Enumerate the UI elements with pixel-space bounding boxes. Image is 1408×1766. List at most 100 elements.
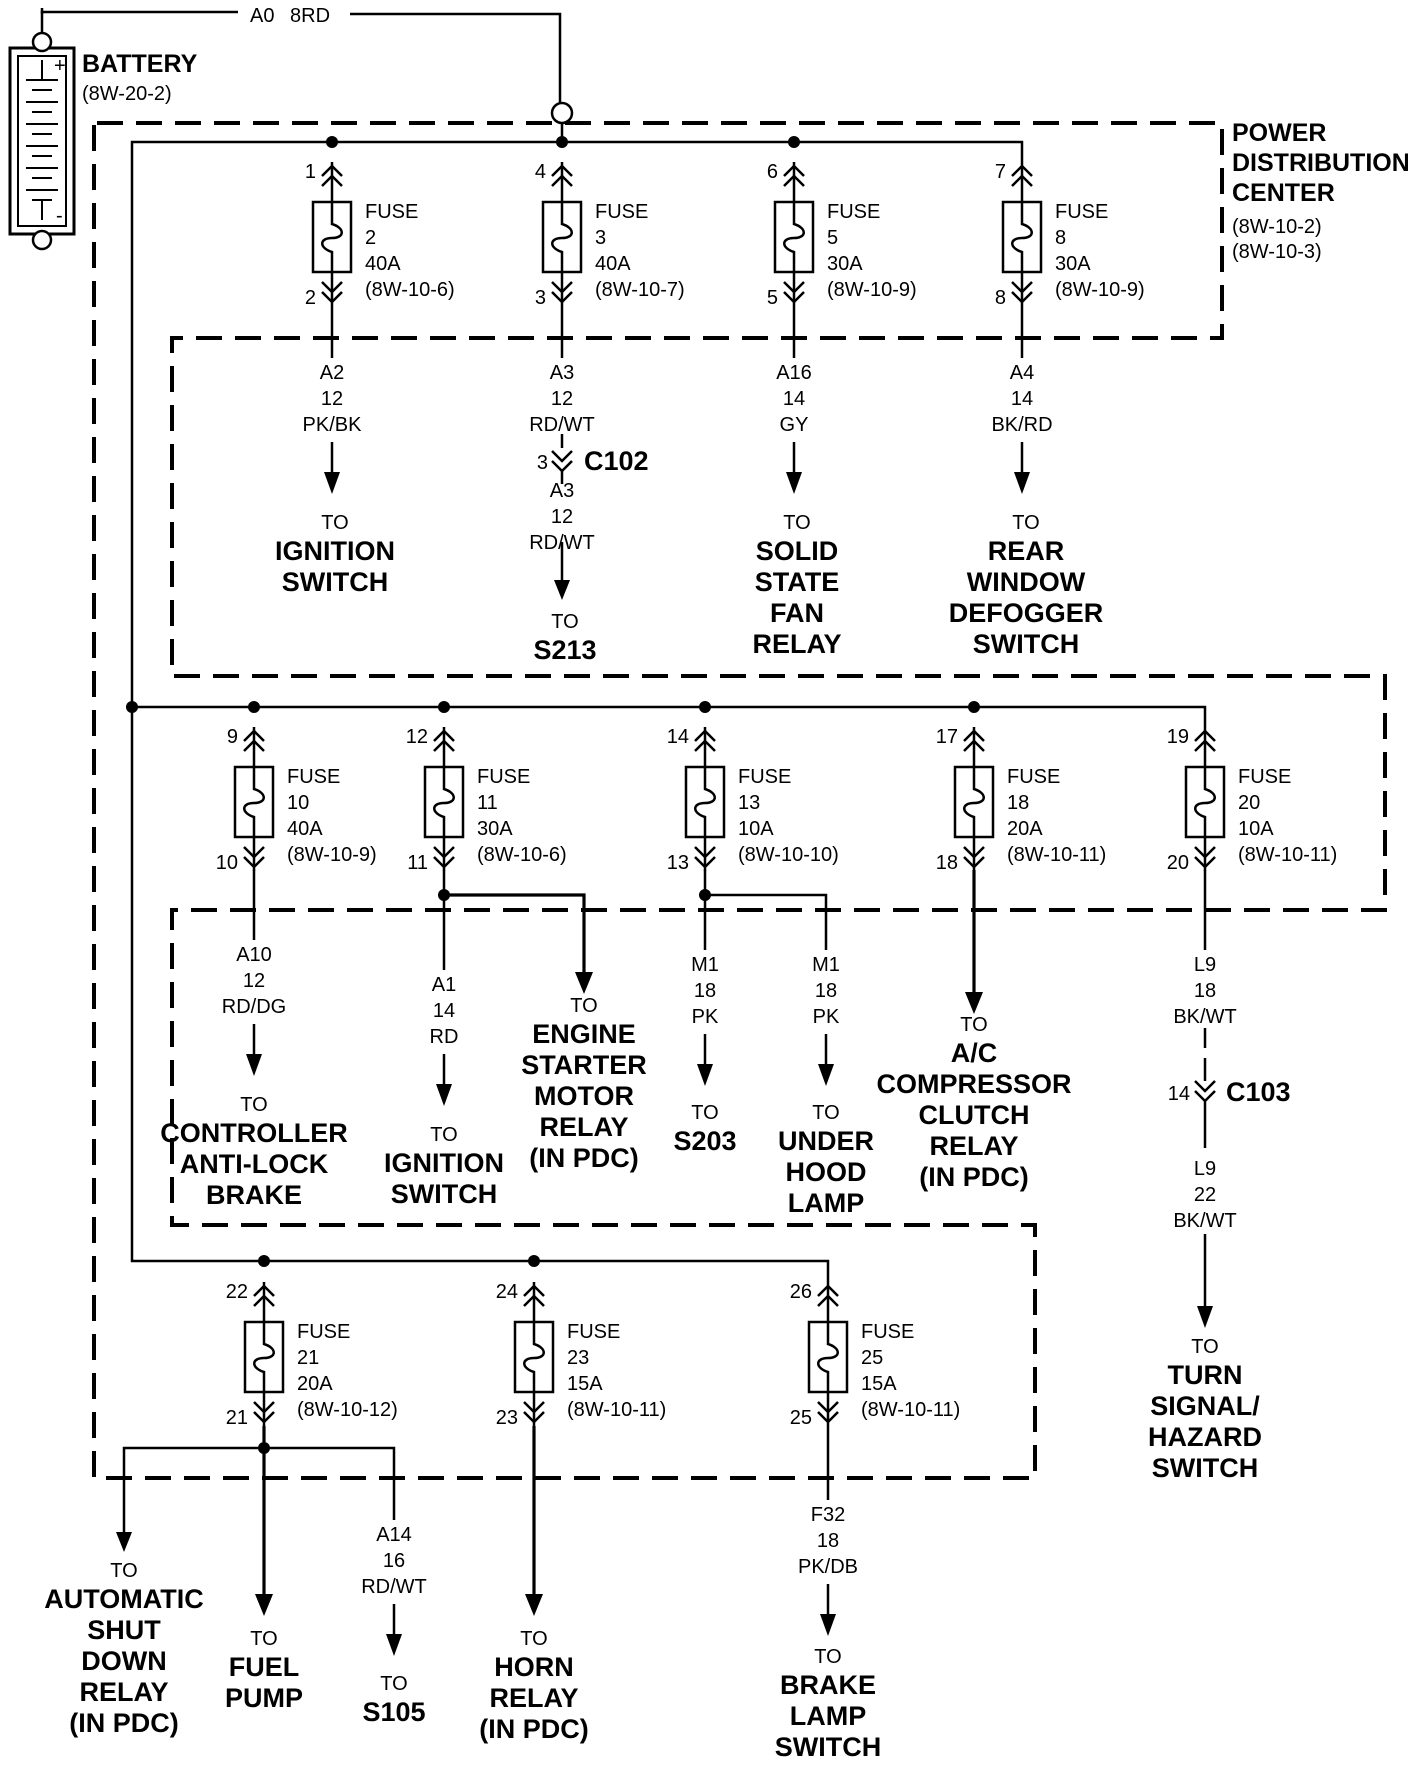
dest-turn-line-4: SWITCH [1152, 1453, 1258, 1483]
fuse-pin-in: 7 [995, 161, 1006, 183]
fuse-label: FUSE [1238, 766, 1291, 788]
dest-asd-line-5: (IN PDC) [69, 1708, 179, 1738]
dest-starter-line-2: STARTER [521, 1050, 647, 1080]
dest-rear-window-defogger-switch: TO REAR WINDOW DEFOGGER SWITCH [949, 512, 1104, 659]
wire-a4-gauge: 14 [1011, 388, 1033, 410]
connector-c103: 14 C103 [1168, 1058, 1291, 1148]
dest-brake-lamp-switch: TO BRAKE LAMP SWITCH [775, 1646, 881, 1762]
pdc-title-line-2: DISTRIBUTION [1232, 149, 1408, 177]
fuse-label: FUSE [1055, 201, 1108, 223]
fuse-rating: 40A [287, 818, 323, 840]
fuse-pin-out: 13 [667, 852, 689, 874]
wire-l9-lower-gauge: 22 [1194, 1184, 1216, 1206]
dest-brake-line-1: BRAKE [780, 1670, 876, 1700]
pdc-title-line-3: CENTER [1232, 179, 1335, 207]
dest-ignition-switch-1-line-1: IGNITION [275, 536, 395, 566]
dest-defog-line-1: REAR [988, 536, 1065, 566]
wire-a10-code: A10 [236, 944, 272, 966]
wire-a16-color: GY [780, 414, 809, 436]
dest-ac-line-5: (IN PDC) [919, 1162, 1029, 1192]
fuse-pin-in: 24 [496, 1281, 518, 1303]
wire-a3-upper-code: A3 [550, 362, 574, 384]
dest-ac-to: TO [960, 1014, 987, 1036]
dest-ignition-switch-2-line-2: SWITCH [391, 1179, 497, 1209]
wire-a10: A10 12 RD/DG [222, 944, 286, 1018]
fuse-ref: (8W-10-11) [1238, 844, 1337, 866]
wire-a10-gauge: 12 [243, 970, 265, 992]
dest-cab-line-2: ANTI-LOCK [180, 1149, 329, 1179]
wire-a14-code: A14 [376, 1524, 412, 1546]
fuse-number: 5 [827, 227, 838, 249]
dest-ac-compressor-clutch-relay: TO A/C COMPRESSOR CLUTCH RELAY (IN PDC) [876, 1014, 1071, 1192]
dest-fuel-pump: TO FUEL PUMP [225, 1628, 303, 1713]
battery-feed-wire: A0 8RD [40, 5, 574, 125]
dest-fuel-line-1: FUEL [229, 1652, 300, 1682]
arrowheads [116, 472, 1213, 1656]
fuse-rating: 40A [595, 253, 631, 275]
fuse-number: 20 [1238, 792, 1260, 814]
fuse-rating: 10A [1238, 818, 1274, 840]
wire-a2: A2 12 PK/BK [303, 362, 363, 436]
dest-automatic-shut-down-relay: TO AUTOMATIC SHUT DOWN RELAY (IN PDC) [44, 1560, 203, 1738]
wire-a14-color: RD/WT [361, 1576, 427, 1598]
dest-s203-to: TO [691, 1102, 718, 1124]
c103-name: C103 [1226, 1077, 1291, 1107]
dest-hood-to: TO [812, 1102, 839, 1124]
dest-controller-anti-lock-brake: TO CONTROLLER ANTI-LOCK BRAKE [160, 1094, 347, 1210]
wire-a3-lower-gauge: 12 [551, 506, 573, 528]
fuse-number: 3 [595, 227, 606, 249]
fuse-ref: (8W-10-6) [365, 279, 455, 301]
dest-ignition-switch-2-to: TO [430, 1124, 457, 1146]
fuse-number: 2 [365, 227, 376, 249]
wire-m1-left-color: PK [692, 1006, 719, 1028]
fuse-ref: (8W-10-7) [595, 279, 685, 301]
dest-asd-line-4: RELAY [79, 1677, 168, 1707]
fuse-rating: 30A [1055, 253, 1091, 275]
dest-s213-line-1: S213 [533, 635, 596, 665]
wire-m1-left-code: M1 [691, 954, 719, 976]
fuse-pin-in: 4 [535, 161, 546, 183]
dest-brake-to: TO [814, 1646, 841, 1668]
fuse-number: 23 [567, 1347, 589, 1369]
fuse-ref: (8W-10-6) [477, 844, 567, 866]
dest-cab-to: TO [240, 1094, 267, 1116]
fuse-label: FUSE [287, 766, 340, 788]
dest-ac-line-1: A/C [951, 1038, 998, 1068]
wire-a1-gauge: 14 [433, 1000, 455, 1022]
dest-brake-line-2: LAMP [790, 1701, 867, 1731]
wire-a3-upper-color: RD/WT [529, 414, 595, 436]
dest-defog-to: TO [1012, 512, 1039, 534]
wire-a3-lower-code: A3 [550, 480, 574, 502]
wire-m1-right-code: M1 [812, 954, 840, 976]
wire-a1-code: A1 [432, 974, 456, 996]
wire-a2-code: A2 [320, 362, 344, 384]
fuse-pin-out: 23 [496, 1407, 518, 1429]
fuse-rating: 30A [827, 253, 863, 275]
dest-asd-line-2: SHUT [87, 1615, 161, 1645]
fuse-label: FUSE [827, 201, 880, 223]
dest-turn-signal-hazard-switch: TO TURN SIGNAL/ HAZARD SWITCH [1148, 1336, 1262, 1483]
wire-l9-upper-gauge: 18 [1194, 980, 1216, 1002]
fuse-pin-out: 5 [767, 287, 778, 309]
dest-ignition-switch-1-to: TO [321, 512, 348, 534]
wire-f32-color: PK/DB [798, 1556, 858, 1578]
battery-name: BATTERY [82, 50, 198, 78]
destination-labels: TO IGNITION SWITCH TO S213 TO SOLID STAT… [44, 512, 1262, 1762]
battery-ref: (8W-20-2) [82, 83, 172, 105]
dest-ac-line-2: COMPRESSOR [876, 1069, 1071, 1099]
fuse-pin-out: 21 [226, 1407, 248, 1429]
fuse-label: FUSE [365, 201, 418, 223]
fuse-label: FUSE [477, 766, 530, 788]
dest-ac-line-3: CLUTCH [919, 1100, 1030, 1130]
fuse-rating: 20A [1007, 818, 1043, 840]
fuse-pin-in: 19 [1167, 726, 1189, 748]
dest-fuel-line-2: PUMP [225, 1683, 303, 1713]
fuse-ref: (8W-10-10) [738, 844, 839, 866]
wire-a3-lower-color: RD/WT [529, 532, 595, 554]
fuse-rating: 30A [477, 818, 513, 840]
wire-l9-upper: L9 18 BK/WT [1173, 954, 1236, 1028]
fuse-ref: (8W-10-11) [1007, 844, 1106, 866]
